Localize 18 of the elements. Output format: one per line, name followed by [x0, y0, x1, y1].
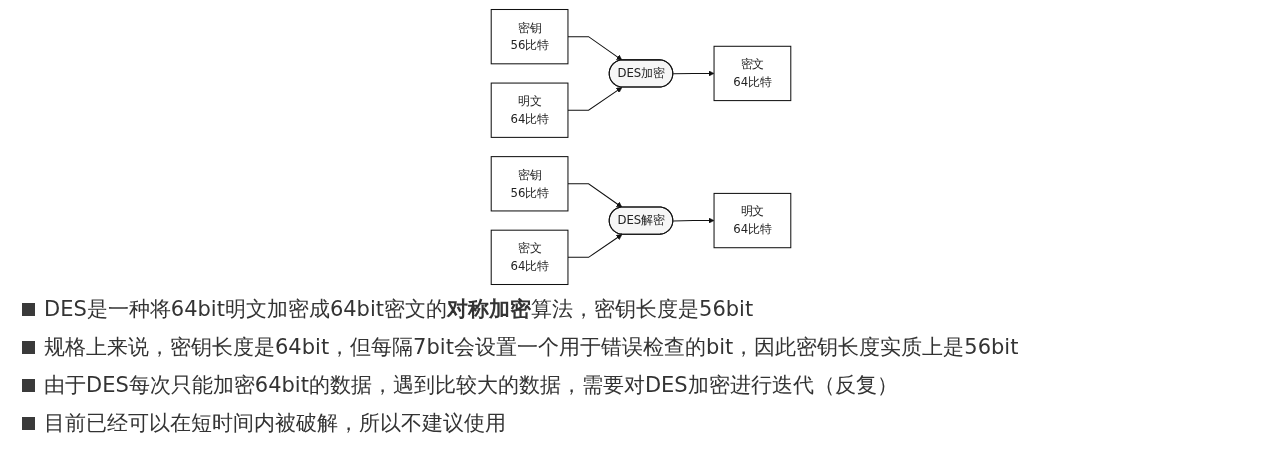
- arrow: [672, 217, 715, 224]
- process-box: 密文 64比特: [490, 229, 569, 285]
- process-box: 明文 64比特: [490, 82, 569, 138]
- process-box: 密钥 56比特: [490, 156, 569, 212]
- process-box: 密钥 56比特: [490, 9, 569, 65]
- arrow: [567, 36, 623, 61]
- bullet-text: DES是一种将64bit明文加密成64bit密文的对称加密算法，密钥长度是56bit: [44, 296, 754, 323]
- arrow: [567, 234, 623, 258]
- bullet-text: 规格上来说，密钥长度是64bit，但每隔7bit会设置一个用于错误检查的bit，因此密钥长度实质上是56bit: [44, 334, 1019, 361]
- process-box: 明文 64比特: [713, 192, 792, 249]
- process-box: 密文 64比特: [713, 45, 792, 102]
- arrow: [567, 183, 623, 208]
- arrow: [672, 70, 715, 77]
- bullet-text: 由于DES每次只能加密64bit的数据，遇到比较大的数据，需要对DES加密进行迭代（反复）: [44, 372, 898, 399]
- process-pill: DES加密: [608, 59, 674, 88]
- bullet-text: 目前已经可以在短时间内被破解，所以不建议使用: [44, 410, 506, 437]
- arrow: [567, 87, 623, 111]
- process-pill: DES解密: [608, 206, 674, 235]
